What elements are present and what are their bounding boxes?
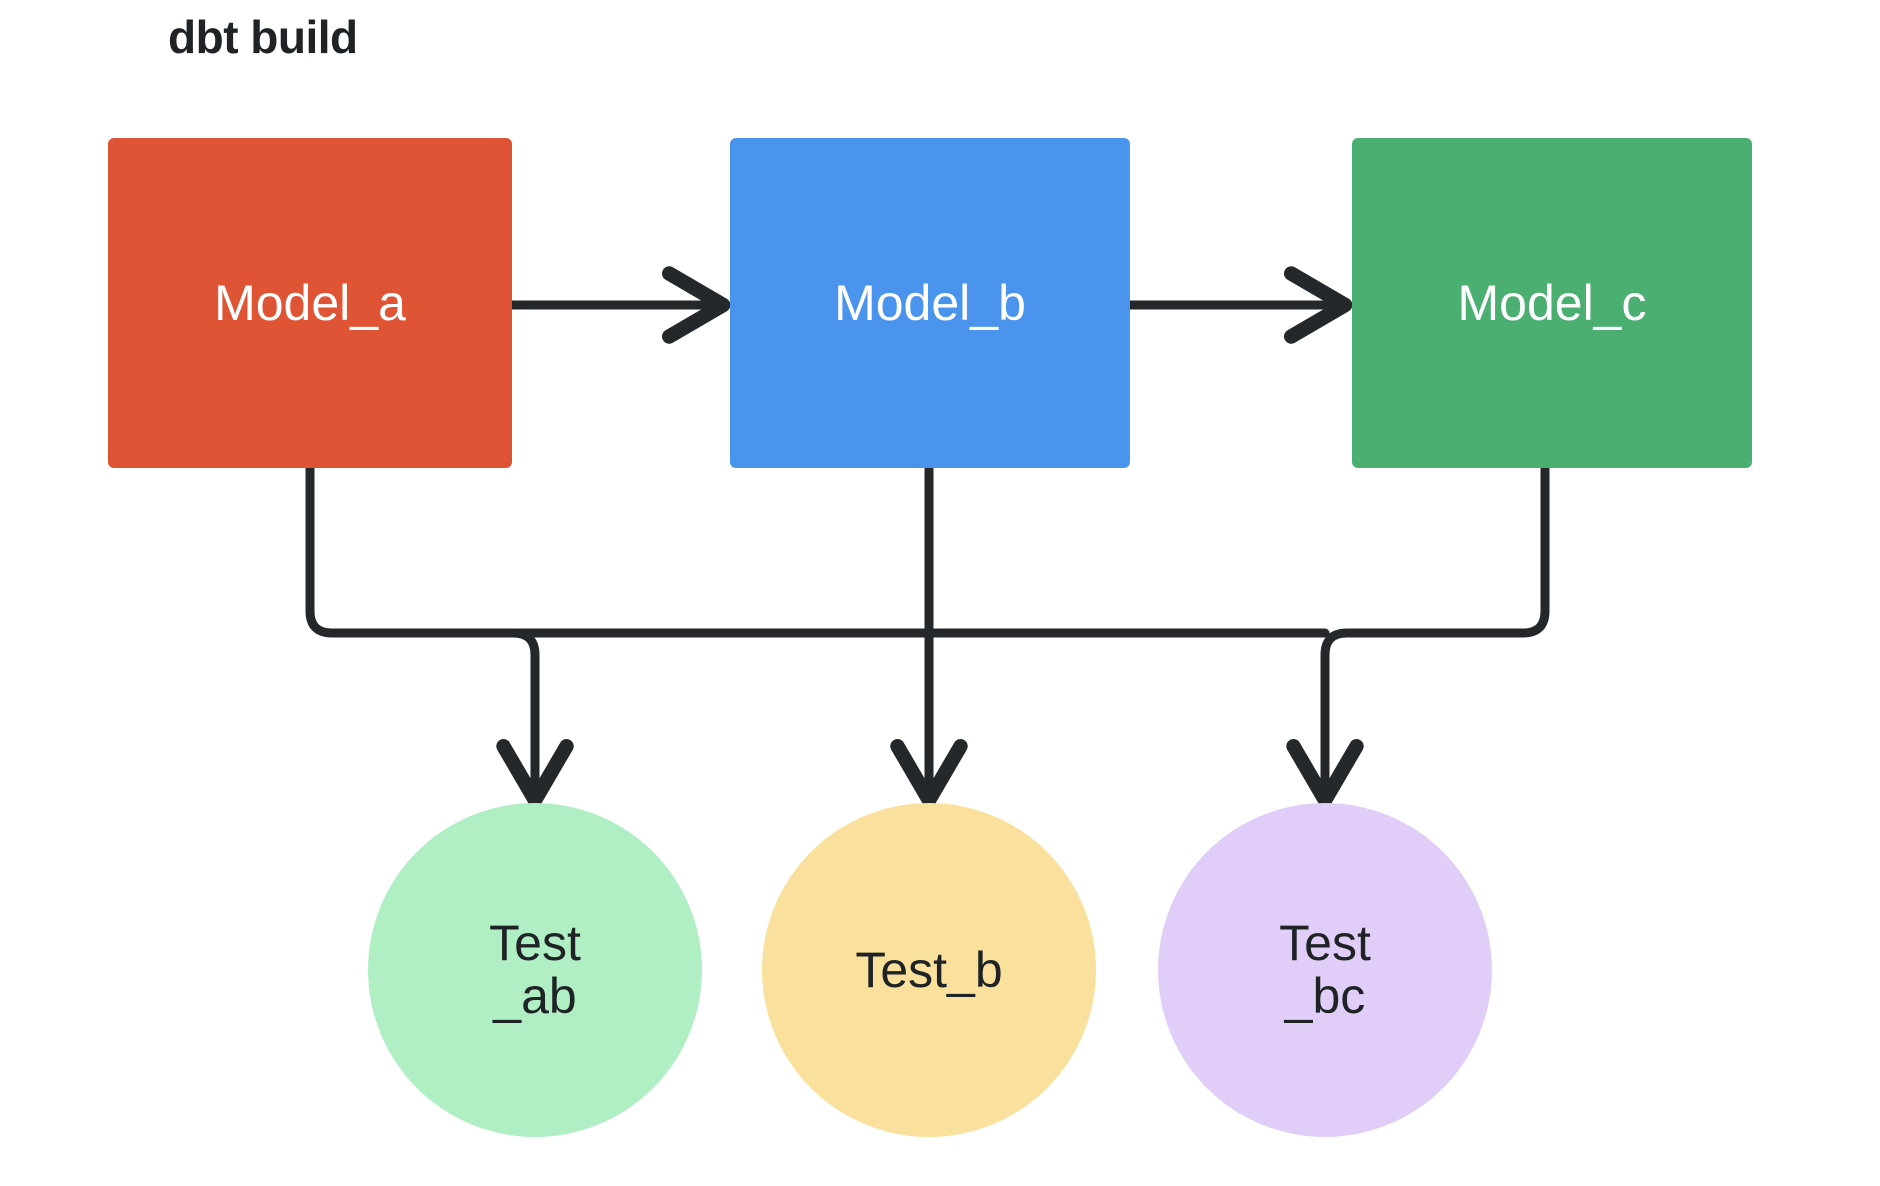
node-model-b[interactable]: Model_b [730,138,1130,468]
node-test-ab-label-line-2: _ab [493,968,577,1024]
edge-drop-to-test-bc [1286,628,1364,808]
node-test-ab-label: Test _ab [489,917,581,1023]
node-model-a[interactable]: Model_a [108,138,512,468]
node-test-bc-label-line-2: _bc [1284,968,1366,1024]
node-test-bc-label: Test _bc [1279,917,1371,1023]
node-model-b-label: Model_b [834,274,1026,331]
node-test-b-label: Test_b [855,941,1003,998]
node-test-b[interactable]: Test_b [762,803,1096,1137]
edge-model-a-bus [305,463,1115,638]
node-test-b-label-line-1: Test_b [855,941,1003,998]
node-model-a-label: Model_a [214,274,406,331]
node-test-bc[interactable]: Test _bc [1158,803,1492,1137]
diagram-title: dbt build [168,11,358,63]
edge-model-c-bus [1344,463,1550,638]
node-test-ab-label-line-1: Test [489,915,581,971]
node-test-bc-label-line-1: Test [1279,915,1371,971]
node-model-c-label: Model_c [1457,274,1647,331]
node-test-ab[interactable]: Test _ab [368,803,702,1137]
node-model-c[interactable]: Model_c [1352,138,1752,468]
edge-drop-to-test-ab [496,628,574,808]
